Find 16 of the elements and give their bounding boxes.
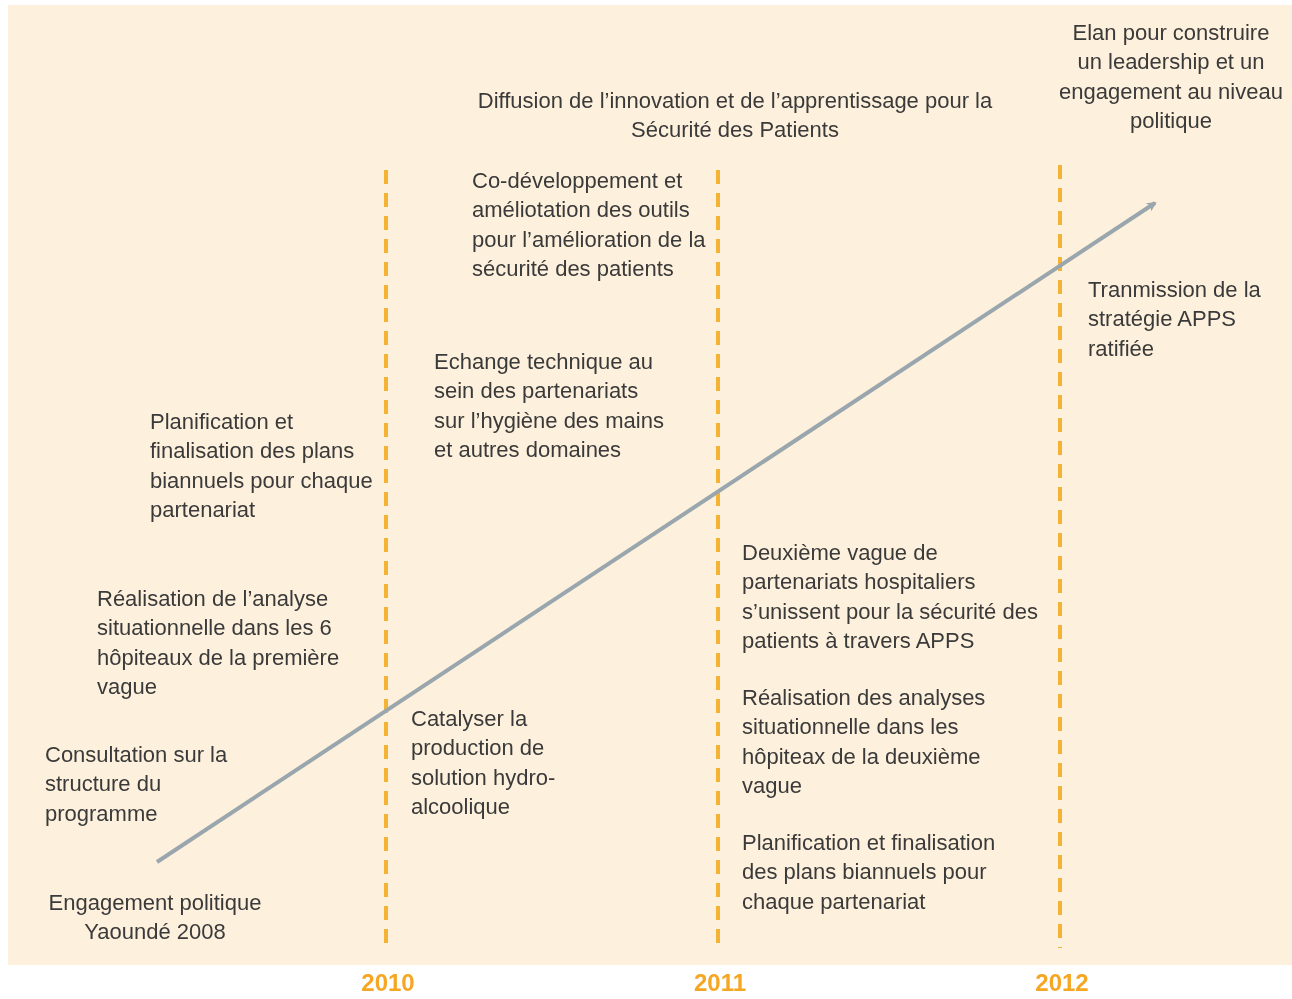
milestone-text: Planification et finalisation des plans biannuels pour chaque partenariat xyxy=(742,829,997,916)
milestone-text: Tranmission de la stratégie APPS ratifiée xyxy=(1088,276,1262,363)
milestone-text: Catalyser la production de solution hydro-alcoolique xyxy=(411,705,557,822)
milestone-text: Echange technique au sein des partenariats sur l’hygiène des mains et autres domaines xyxy=(434,348,664,465)
year-label: 2010 xyxy=(360,968,416,998)
milestone-text: Deuxième vague de partenariats hospitaliers s’unissent pour la sécurité des patients à travers APPS xyxy=(742,539,1039,656)
milestone-text: Consultation sur la structure du programme xyxy=(45,741,229,828)
year-label: 2011 xyxy=(692,968,748,998)
milestone-text: Elan pour construire un leadership et un engagement au niveau politique xyxy=(1058,19,1284,136)
milestone-text: Réalisation des analyses situationnelle dans les hôpiteax de la deuxième vague xyxy=(742,684,987,801)
milestone-text: Réalisation de l’analyse situationnelle dans les 6 hôpiteaux de la première vague xyxy=(97,585,341,702)
year-label: 2012 xyxy=(1034,968,1090,998)
milestone-text: Engagement politique Yaoundé 2008 xyxy=(47,889,263,947)
milestone-text: Co-développement et améliotation des outils pour l’amélioration de la sécurité des patients xyxy=(472,167,707,284)
milestone-text: Diffusion de l’innovation et de l’apprentissage pour la Sécurité des Patients xyxy=(476,87,994,145)
milestone-text: Planification et finalisation des plans biannuels pour chaque partenariat xyxy=(150,408,374,525)
